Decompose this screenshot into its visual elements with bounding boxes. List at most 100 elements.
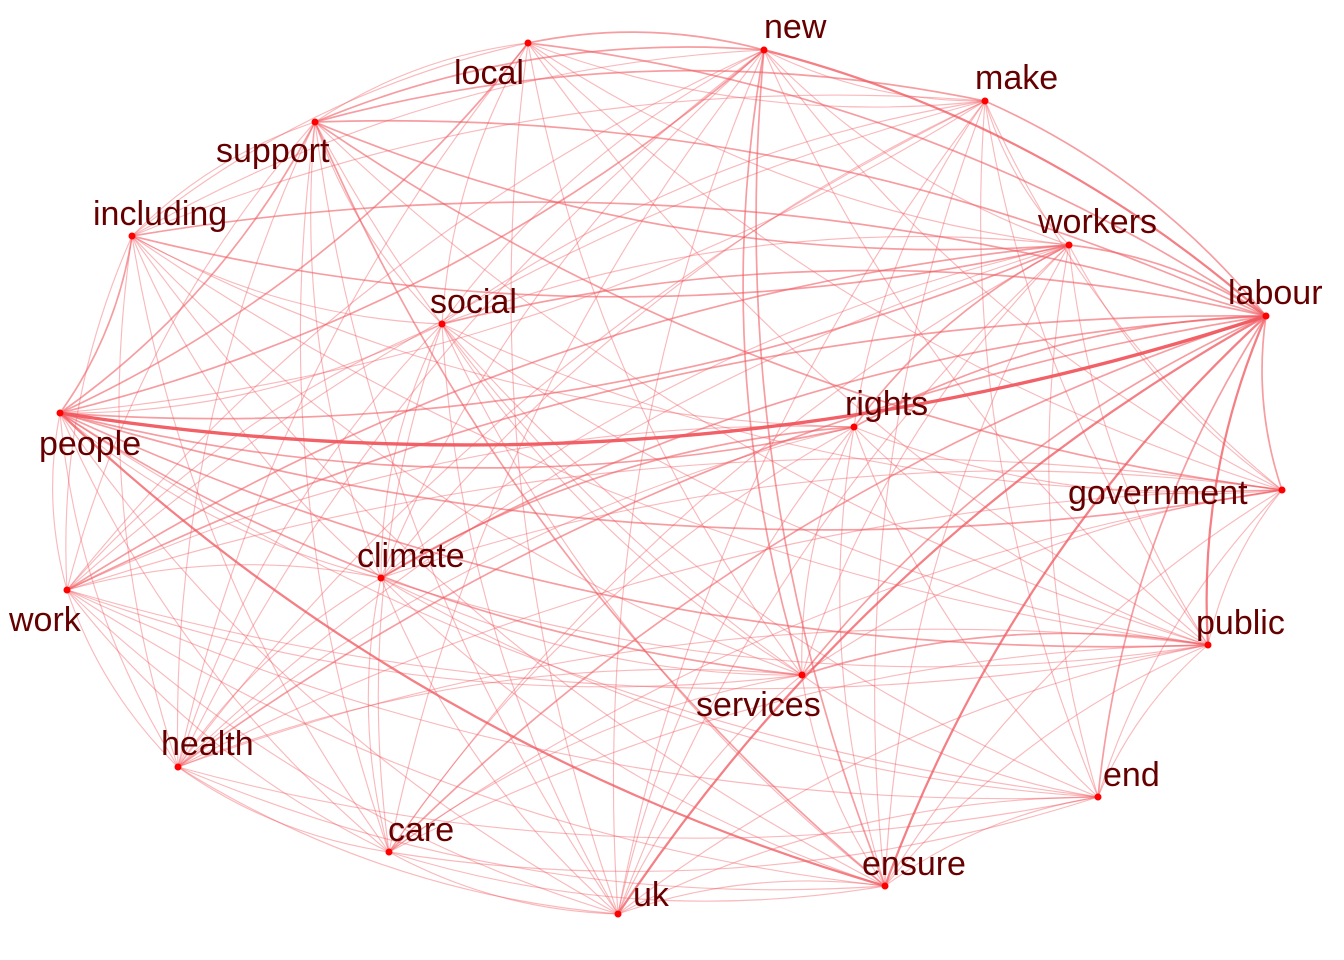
edge-government-services [801, 489, 1283, 676]
edge-including-ensure [131, 235, 886, 887]
node-label-government: government [1068, 474, 1248, 512]
edge-make-health [177, 100, 986, 768]
edge-local-government [527, 42, 1283, 491]
edge-work-public [66, 589, 1209, 690]
edge-local-uk [510, 42, 619, 915]
edge-labour-social [441, 269, 1267, 325]
edge-workers-work [66, 244, 1070, 591]
node-label-climate: climate [357, 537, 465, 575]
edge-social-work [66, 323, 443, 591]
node-label-ensure: ensure [862, 845, 966, 883]
edge-make-uk [617, 100, 986, 915]
edge-climate-end [380, 577, 1099, 798]
edge-work-health [66, 589, 179, 768]
node-label-make: make [975, 59, 1058, 97]
edge-labour-health [177, 315, 1267, 768]
edge-support-including [131, 121, 316, 237]
edge-work-end [66, 589, 1099, 800]
edge-public-services [801, 632, 1209, 676]
edge-support-public [314, 121, 1209, 646]
edge-rights-climate [380, 426, 855, 579]
edge-labour-services [801, 315, 1267, 676]
edge-labour-end [1097, 315, 1267, 798]
edge-care-uk [388, 851, 619, 915]
edge-workers-ensure [884, 244, 1070, 887]
edge-social-public [441, 323, 1209, 646]
edge-new-care [388, 49, 765, 853]
edge-social-ensure [441, 323, 886, 887]
edge-government-care [388, 489, 1283, 853]
edge-labour-local [527, 42, 1267, 317]
edge-health-ensure [177, 766, 886, 891]
edge-public-care [388, 644, 1209, 853]
edge-public-uk [617, 644, 1209, 915]
node-new [760, 46, 768, 54]
node-label-new: new [764, 8, 827, 46]
edge-workers-climate [380, 244, 1070, 579]
edge-government-work [66, 457, 1283, 591]
edge-government-health [177, 489, 1283, 768]
edge-new-uk [612, 49, 765, 915]
edge-including-public [131, 235, 1209, 646]
edge-local-support [314, 42, 529, 123]
edge-labour-work [66, 314, 1267, 591]
edge-rights-care [388, 426, 855, 853]
edge-climate-services [380, 577, 803, 676]
node-label-health: health [161, 725, 254, 763]
edge-support-uk [314, 121, 619, 915]
edge-ensure-uk [617, 880, 886, 915]
edge-rights-work [66, 425, 855, 591]
edge-layer [52, 31, 1283, 915]
edge-climate-ensure [380, 577, 886, 887]
edge-rights-public [853, 426, 1209, 646]
edge-people-government [59, 412, 1283, 531]
edge-people-labour [59, 314, 1267, 447]
edge-workers-care [388, 244, 1070, 853]
edge-support-care [299, 121, 390, 853]
edge-support-climate [310, 121, 382, 579]
node-label-labour: labour [1228, 274, 1323, 312]
edge-new-social [441, 49, 765, 325]
edge-labour-ensure [883, 315, 1267, 887]
edge-rights-ensure [839, 426, 886, 887]
edge-rights-government [853, 426, 1283, 495]
edge-services-health [177, 668, 803, 768]
edge-work-care [66, 589, 390, 853]
edge-climate-work [66, 564, 382, 591]
edge-rights-uk [617, 426, 855, 915]
edge-government-ensure [884, 489, 1283, 887]
edge-people-health [59, 412, 179, 768]
node-make [981, 97, 989, 105]
edge-support-work [66, 121, 316, 591]
edge-people-end [59, 412, 1099, 798]
edge-people-including [59, 235, 133, 414]
edge-rights-services [801, 426, 855, 676]
node-label-social: social [430, 283, 517, 321]
edge-local-health [177, 42, 529, 768]
edge-people-ensure [59, 412, 886, 888]
node-label-including: including [93, 195, 227, 233]
edge-health-care [177, 766, 390, 853]
edge-social-services [441, 323, 803, 676]
edge-people-services [59, 412, 803, 676]
edge-social-government [441, 323, 1283, 493]
edge-make-social [441, 100, 986, 325]
edge-climate-health [177, 577, 382, 768]
edge-new-workers [763, 49, 1070, 246]
node-label-support: support [216, 132, 330, 170]
edge-new-local [527, 31, 765, 51]
edge-new-support [314, 46, 765, 123]
edge-people-rights [59, 412, 855, 469]
edge-make-work [66, 100, 986, 591]
edge-make-climate [380, 100, 986, 579]
edge-climate-public [380, 577, 1209, 668]
edge-including-climate [131, 235, 382, 579]
node-label-local: local [454, 54, 524, 92]
edge-new-including [131, 49, 765, 237]
edge-rights-health [177, 426, 855, 768]
edge-workers-government [1068, 244, 1283, 491]
edge-care-end [388, 796, 1099, 873]
edge-including-workers [131, 235, 1070, 298]
edge-workers-services [801, 244, 1070, 676]
